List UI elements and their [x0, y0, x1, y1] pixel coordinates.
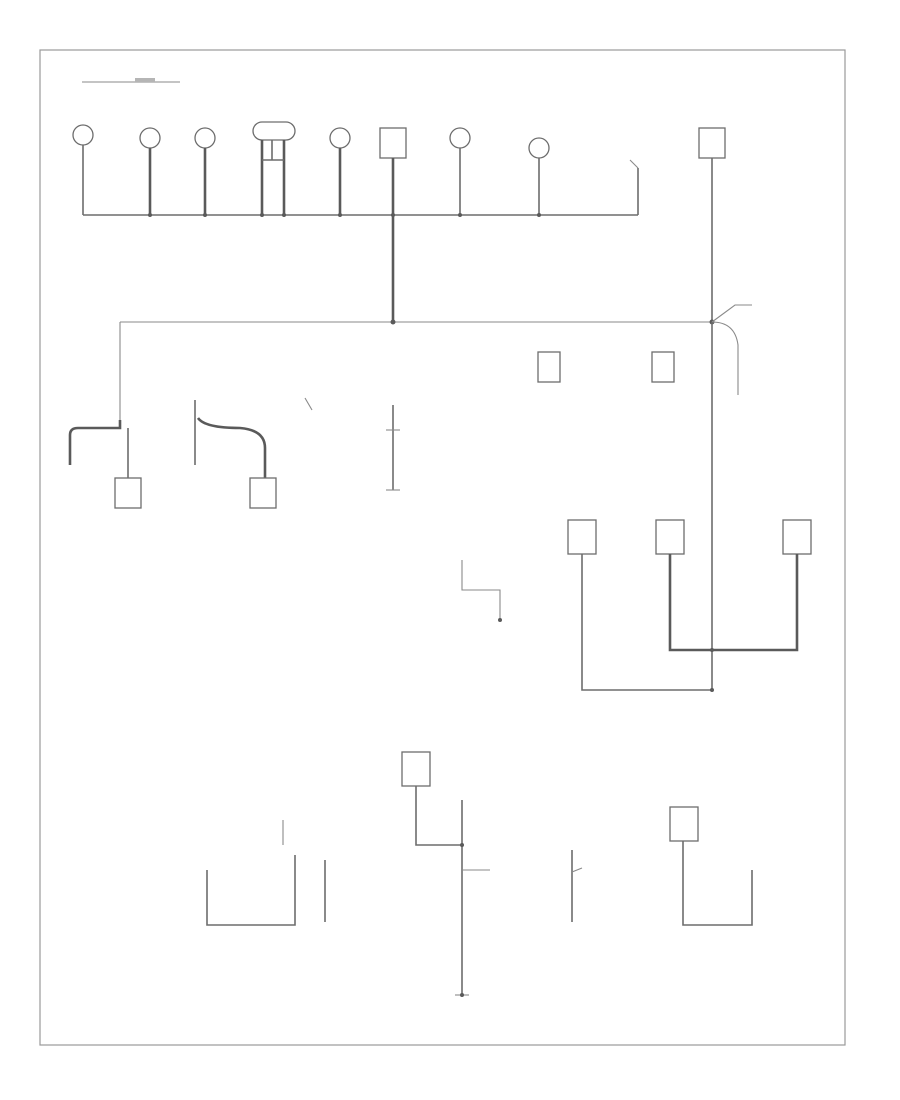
module-icon — [401, 751, 431, 787]
module-icon — [655, 519, 685, 555]
middle-splice-group — [119, 304, 752, 420]
switch-icon — [304, 397, 313, 411]
center-ground-group — [386, 405, 400, 491]
center-connector-wire — [461, 560, 501, 620]
bottom-left-loop — [206, 855, 296, 926]
bus-splice-dot — [391, 213, 395, 217]
lamp-component-8 — [528, 137, 550, 215]
left-cluster-wire-a — [68, 420, 122, 465]
bottom-cluster — [206, 751, 753, 997]
switch-icon — [571, 867, 583, 873]
lamp-component-2 — [139, 127, 161, 215]
lamp-icon — [449, 127, 471, 149]
bottom-center-splice-dot — [460, 843, 464, 847]
module-icon — [669, 806, 699, 842]
bottom-center-ground-dot — [460, 993, 464, 997]
lamp-icon — [252, 121, 296, 141]
left-cluster-wire-d — [196, 417, 267, 478]
bottom-center-wire-a — [415, 786, 462, 846]
switch-component-9 — [629, 159, 639, 215]
bus-splice-dot — [260, 213, 264, 217]
lamp-component-5 — [329, 127, 351, 215]
right-branch-wire — [711, 304, 752, 323]
module-icon — [782, 519, 812, 555]
right-cluster-wire-a — [581, 554, 712, 691]
bus-splice-dot — [203, 213, 207, 217]
diagram-frame — [39, 49, 846, 1046]
right-middle-cluster — [461, 322, 812, 692]
lamp-component-7 — [449, 127, 471, 215]
right-cluster-splice-dot — [710, 648, 714, 652]
lamp-icon — [139, 127, 161, 149]
bus-splice-dot — [282, 213, 286, 217]
lamp-icon — [329, 127, 351, 149]
right-cluster-wire-b — [668, 554, 712, 652]
module-icon — [537, 351, 561, 383]
module-component-6 — [379, 127, 407, 322]
bus-splice-dot — [458, 213, 462, 217]
top-row-group — [72, 78, 726, 322]
lamp-component-4 — [252, 121, 296, 215]
module-icon — [249, 477, 277, 509]
center-splice-dot — [390, 319, 396, 325]
module-component-10 — [698, 127, 726, 322]
center-connector-dot — [498, 618, 502, 622]
right-cluster-splice-dot — [710, 688, 714, 692]
right-cluster-wire-c — [712, 554, 799, 652]
header-bracket-label — [135, 78, 155, 82]
lamp-component-3 — [194, 127, 216, 215]
module-icon — [651, 351, 675, 383]
module-icon — [379, 127, 407, 159]
switch-icon — [629, 159, 639, 169]
lamp-icon — [72, 124, 94, 146]
bottom-right-loop — [682, 841, 753, 926]
bus-splice-dot — [338, 213, 342, 217]
left-lower-cluster — [68, 397, 313, 509]
module-icon — [698, 127, 726, 159]
bus-splice-dot — [148, 213, 152, 217]
lamp-icon — [194, 127, 216, 149]
module-icon — [114, 477, 142, 509]
module-icon — [567, 519, 597, 555]
right-loop-wire — [711, 321, 739, 395]
lamp-icon — [528, 137, 550, 159]
lamp-component-1 — [72, 124, 94, 215]
bus-splice-dot — [537, 213, 541, 217]
